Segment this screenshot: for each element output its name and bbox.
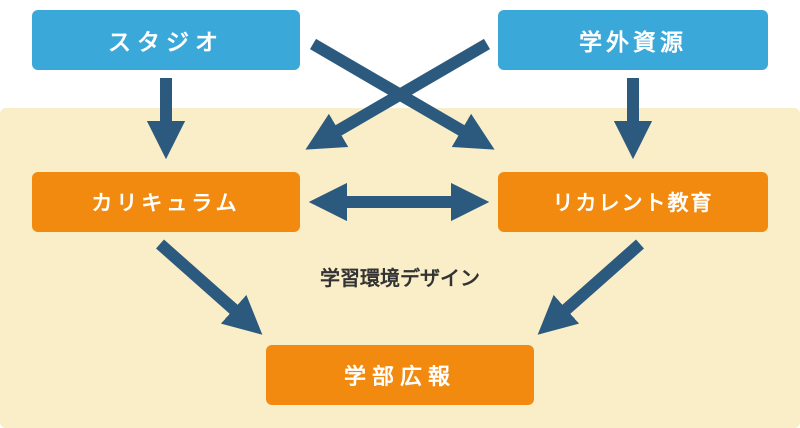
node-studio-label: スタジオ: [108, 30, 224, 56]
node-recurrent-education: リカレント教育: [498, 172, 768, 232]
arrow-recurrent-to-pr: [537, 239, 644, 335]
node-curriculum-label: カリキュラム: [91, 191, 241, 215]
node-external-resources-label: 学外資源: [579, 30, 687, 56]
arrow-curriculum-to-pr: [156, 239, 263, 335]
center-label: 学習環境デザイン: [320, 266, 480, 290]
arrow-external-to-curriculum: [305, 38, 491, 150]
node-studio: スタジオ: [32, 10, 300, 70]
node-curriculum: カリキュラム: [32, 172, 300, 232]
node-public-relations-label: 学部広報: [343, 365, 456, 390]
node-recurrent-education-label: リカレント教育: [552, 191, 714, 215]
node-public-relations: 学部広報: [266, 345, 534, 405]
node-external-resources: 学外資源: [498, 10, 768, 70]
